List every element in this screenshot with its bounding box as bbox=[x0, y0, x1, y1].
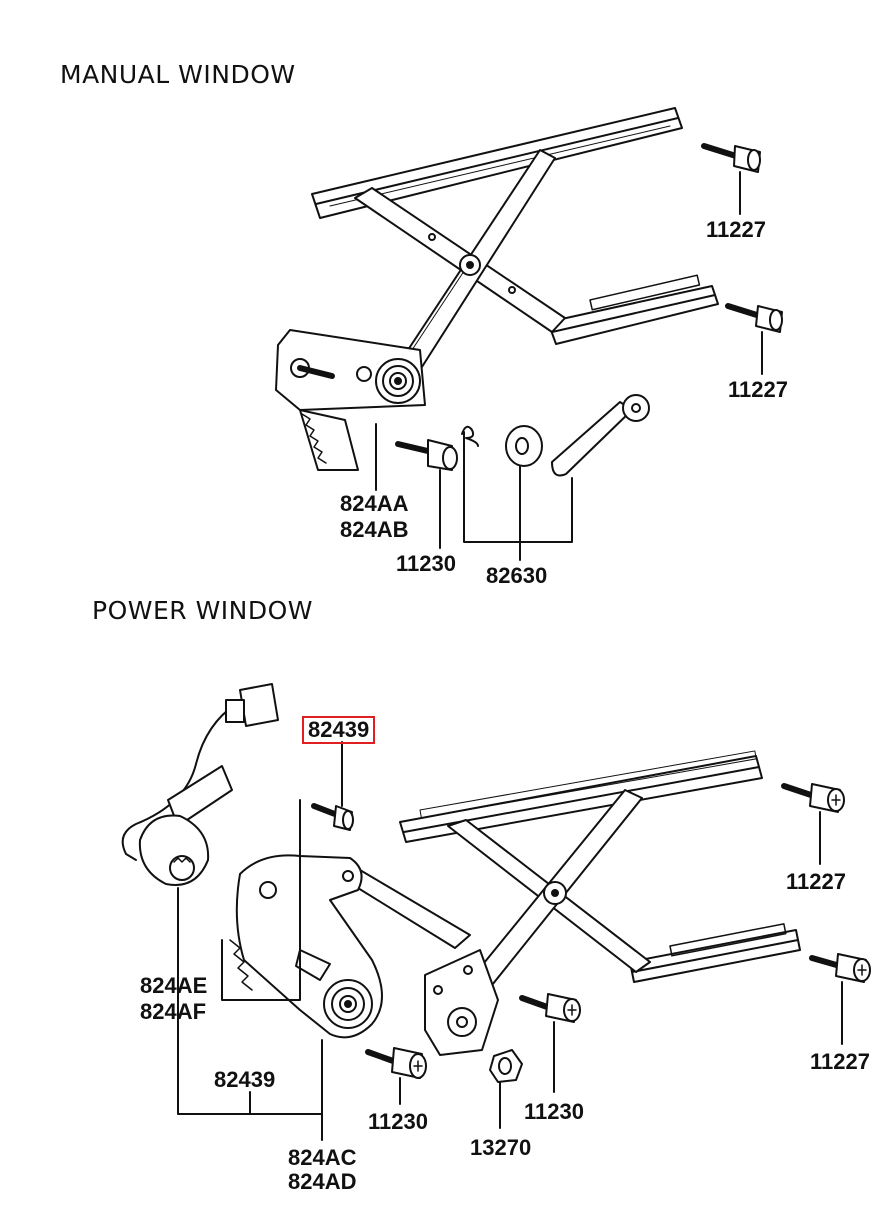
power-screw-82439-icon bbox=[311, 803, 354, 831]
power-label-82439-assembly[interactable]: 82439 bbox=[214, 1067, 276, 1092]
manual-screw-icon bbox=[395, 439, 458, 471]
manual-window-title: MANUAL WINDOW bbox=[60, 60, 296, 89]
power-bolt-lower-icon bbox=[809, 953, 871, 983]
power-label-11227-upper[interactable]: 11227 bbox=[786, 869, 846, 894]
power-label-11230-left[interactable]: 11230 bbox=[368, 1109, 428, 1134]
power-nut-icon bbox=[489, 1049, 523, 1083]
power-bolt-upper-icon bbox=[781, 783, 845, 813]
manual-label-82630[interactable]: 82630 bbox=[486, 563, 548, 588]
power-label-11230-right[interactable]: 11230 bbox=[524, 1099, 584, 1124]
manual-bolt-upper-icon bbox=[701, 143, 761, 173]
manual-label-11230[interactable]: 11230 bbox=[396, 551, 456, 576]
power-motor-icon bbox=[121, 683, 279, 886]
power-label-13270[interactable]: 13270 bbox=[470, 1135, 532, 1160]
power-label-824AE[interactable]: 824AE bbox=[140, 973, 208, 998]
power-window-title: POWER WINDOW bbox=[92, 596, 314, 625]
manual-bolt-lower-icon bbox=[725, 303, 783, 333]
manual-label-11227-lower[interactable]: 11227 bbox=[728, 377, 788, 402]
power-regulator-assembly bbox=[344, 750, 801, 1056]
power-label-824AC[interactable]: 824AC bbox=[288, 1145, 357, 1170]
power-label-824AD[interactable]: 824AD bbox=[288, 1169, 357, 1194]
power-regulator-plate-icon bbox=[229, 854, 383, 1039]
manual-label-824AA[interactable]: 824AA bbox=[340, 491, 409, 516]
manual-label-824AB[interactable]: 824AB bbox=[340, 517, 409, 542]
manual-label-11227-upper[interactable]: 11227 bbox=[706, 217, 766, 242]
manual-clip-icon bbox=[461, 425, 479, 447]
manual-leader-lines bbox=[375, 171, 763, 561]
power-label-82439-highlighted[interactable]: 82439 bbox=[302, 716, 376, 744]
manual-regulator-assembly bbox=[275, 107, 719, 471]
power-label-824AF[interactable]: 824AF bbox=[140, 999, 207, 1024]
power-screw-left-icon bbox=[365, 1047, 427, 1079]
manual-handle-icon bbox=[551, 394, 650, 477]
manual-washer-icon bbox=[505, 425, 543, 467]
power-screw-right-icon bbox=[519, 993, 581, 1023]
power-label-11227-lower[interactable]: 11227 bbox=[810, 1049, 870, 1074]
power-leader-lines bbox=[177, 741, 843, 1141]
